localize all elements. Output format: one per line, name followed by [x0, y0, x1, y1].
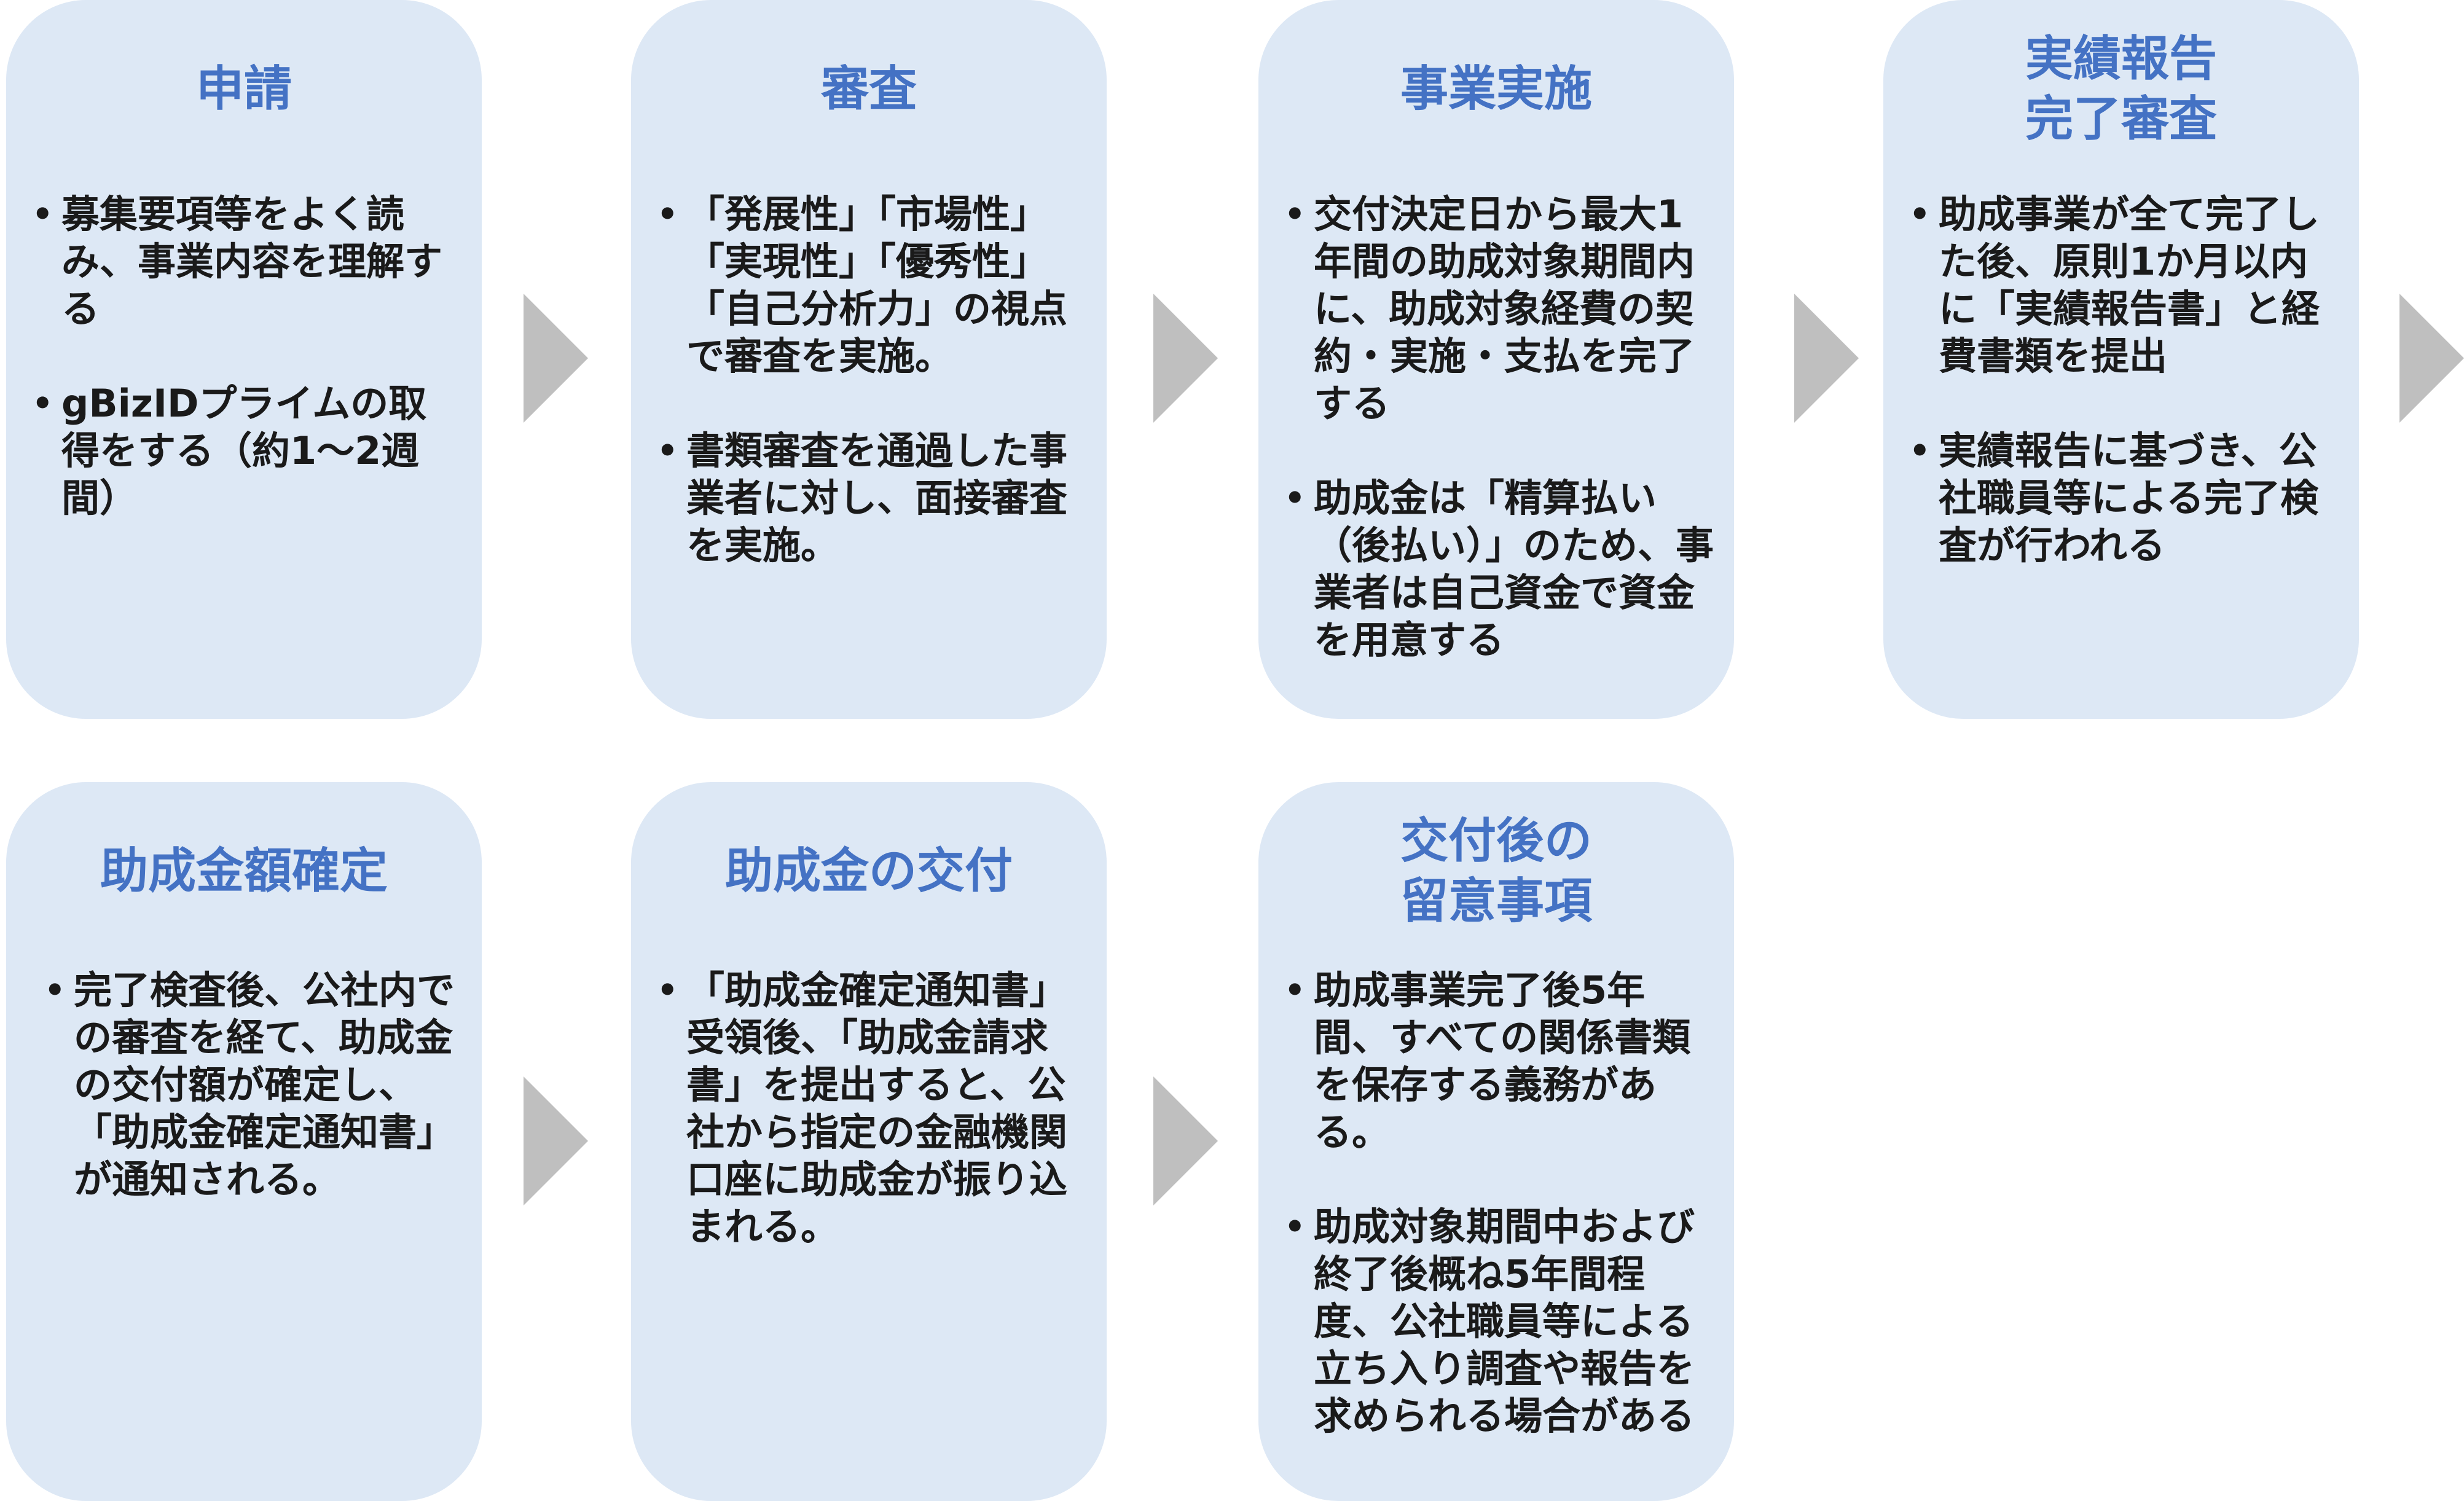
bullet-text: 完了検査後、公社内での審査を経て、助成金の交付額が確定し、「助成金確定通知書」が…: [74, 968, 455, 1202]
bullet-icon: •: [1284, 1207, 1306, 1246]
list-item: •完了検査後、公社内での審査を経て、助成金の交付額が確定し、「助成金確定通知書」…: [36, 966, 463, 1203]
step-card-implementation: 事業実施 •交付決定日から最大1年間の助成対象期間内に、助成対象経費の契約・実施…: [1258, 0, 1734, 719]
step-title: 事業実施: [1400, 61, 1592, 117]
bullet-text: 助成金は「精算払い（後払い）」のため、事業者は自己資金で資金を用意する: [1314, 476, 1714, 662]
step-bullets: •交付決定日から最大1年間の助成対象期間内に、助成対象経費の契約・実施・支払を完…: [1276, 190, 1716, 664]
list-item: •書類審査を通過した事業者に対し、面接審査を実施。: [648, 427, 1088, 569]
bullet-icon: •: [1284, 971, 1306, 1009]
step-bullets: •助成事業が全て完了した後、原則1か月以内に「実績報告書」と経費書類を提出 •実…: [1901, 190, 2340, 569]
step-bullets: •「助成金確定通知書」受領後、「助成金請求書」を提出すると、公社から指定の金融機…: [648, 966, 1088, 1250]
step-bullets: •助成事業完了後5年間、すべての関係書類を保存する義務がある。 •助成対象期間中…: [1276, 966, 1716, 1440]
step-title: 実績報告 完了審査: [2025, 31, 2217, 147]
bullet-text: 書類審査を通過した事業者に対し、面接審査を実施。: [686, 428, 1068, 568]
list-item: •助成対象期間中および終了後概ね5年間程度、公社職員等による立ち入り調査や報告を…: [1276, 1203, 1716, 1440]
bullet-text: 助成事業完了後5年間、すべての関係書類を保存する義務がある。: [1314, 968, 1691, 1154]
step-bullets: •完了検査後、公社内での審査を経て、助成金の交付額が確定し、「助成金確定通知書」…: [36, 966, 463, 1203]
arrow-right-icon: [1153, 294, 1218, 423]
arrow-right-icon: [524, 294, 588, 423]
list-item: •助成事業が全て完了した後、原則1か月以内に「実績報告書」と経費書類を提出: [1901, 190, 2340, 380]
bullet-icon: •: [1909, 431, 1931, 470]
step-title: 助成金額確定: [100, 844, 388, 899]
step-card-report: 実績報告 完了審査 •助成事業が全て完了した後、原則1か月以内に「実績報告書」と…: [1883, 0, 2359, 719]
step-card-review: 審査 •「発展性」「市場性」「実現性」「優秀性」「自己分析力」の視点で審査を実施…: [631, 0, 1107, 719]
step-card-application: 申請 •募集要項等をよく読み、事業内容を理解する •gBizIDプライムの取得を…: [6, 0, 482, 719]
list-item: •「発展性」「市場性」「実現性」「優秀性」「自己分析力」の視点で審査を実施。: [648, 190, 1088, 380]
arrow-right-icon: [524, 1076, 588, 1205]
step-card-grant-payment: 助成金の交付 •「助成金確定通知書」受領後、「助成金請求書」を提出すると、公社か…: [631, 782, 1107, 1501]
list-item: •「助成金確定通知書」受領後、「助成金請求書」を提出すると、公社から指定の金融機…: [648, 966, 1088, 1250]
list-item: •交付決定日から最大1年間の助成対象期間内に、助成対象経費の契約・実施・支払を完…: [1276, 190, 1716, 427]
step-title: 申請: [195, 61, 292, 117]
step-title: 審査: [820, 61, 917, 117]
bullet-icon: •: [657, 195, 678, 233]
bullet-text: 「発展性」「市場性」「実現性」「優秀性」「自己分析力」の視点で審査を実施。: [686, 192, 1068, 378]
bullet-text: 「助成金確定通知書」受領後、「助成金請求書」を提出すると、公社から指定の金融機関…: [686, 968, 1068, 1249]
bullet-icon: •: [1284, 195, 1306, 233]
arrow-right-icon: [1794, 294, 1859, 423]
bullet-text: 助成事業が全て完了した後、原則1か月以内に「実績報告書」と経費書類を提出: [1939, 192, 2320, 378]
bullet-icon: •: [1909, 195, 1931, 233]
step-title: 助成金の交付: [724, 844, 1013, 899]
step-bullets: •「発展性」「市場性」「実現性」「優秀性」「自己分析力」の視点で審査を実施。 •…: [648, 190, 1088, 569]
arrow-right-icon: [1153, 1076, 1218, 1205]
bullet-text: gBizIDプライムの取得をする（約1～2週間）: [61, 381, 427, 520]
bullet-icon: •: [32, 195, 53, 233]
list-item: •gBizIDプライムの取得をする（約1～2週間）: [23, 380, 463, 522]
bullet-icon: •: [1284, 479, 1306, 517]
bullet-icon: •: [657, 431, 678, 470]
bullet-text: 募集要項等をよく読み、事業内容を理解する: [61, 192, 443, 331]
list-item: •助成金は「精算払い（後払い）」のため、事業者は自己資金で資金を用意する: [1276, 474, 1716, 664]
step-card-amount-confirmed: 助成金額確定 •完了検査後、公社内での審査を経て、助成金の交付額が確定し、「助成…: [6, 782, 482, 1501]
arrow-right-icon: [2399, 294, 2464, 423]
step-card-post-grant-notes: 交付後の 留意事項 •助成事業完了後5年間、すべての関係書類を保存する義務がある…: [1258, 782, 1734, 1501]
bullet-text: 助成対象期間中および終了後概ね5年間程度、公社職員等による立ち入り調査や報告を求…: [1314, 1204, 1695, 1438]
step-title: 交付後の 留意事項: [1400, 813, 1592, 929]
step-bullets: •募集要項等をよく読み、事業内容を理解する •gBizIDプライムの取得をする（…: [23, 190, 463, 522]
list-item: •助成事業完了後5年間、すべての関係書類を保存する義務がある。: [1276, 966, 1716, 1156]
list-item: •募集要項等をよく読み、事業内容を理解する: [23, 190, 463, 332]
list-item: •実績報告に基づき、公社職員等による完了検査が行われる: [1901, 427, 2340, 569]
bullet-text: 交付決定日から最大1年間の助成対象期間内に、助成対象経費の契約・実施・支払を完了…: [1314, 192, 1695, 426]
bullet-text: 実績報告に基づき、公社職員等による完了検査が行われる: [1939, 428, 2319, 568]
bullet-icon: •: [32, 384, 53, 423]
bullet-icon: •: [44, 971, 66, 1009]
bullet-icon: •: [657, 971, 678, 1009]
